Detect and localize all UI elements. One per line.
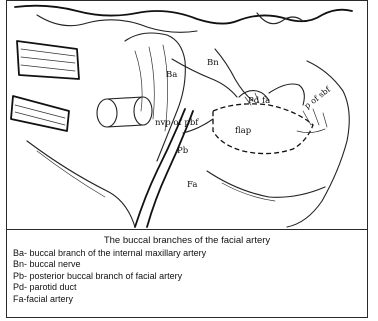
label-flap: flap	[235, 126, 252, 136]
label-pb: Pb	[177, 146, 189, 156]
legend-item-pb: Pb- posterior buccal branch of facial ar…	[13, 271, 361, 282]
label-bn: Bn	[207, 58, 219, 68]
legend-item-bn: Bn- buccal nerve	[13, 259, 361, 270]
caption-box: The buccal branches of the facial artery…	[7, 229, 367, 317]
caption-title: The buccal branches of the facial artery	[13, 235, 361, 247]
label-nvp-of-pbf: nvp of pbf	[155, 118, 199, 128]
legend-item-fa: Fa-facial artery	[13, 294, 361, 305]
label-fa: Fa	[187, 180, 197, 190]
label-pd: Pd	[248, 96, 260, 106]
legend-item-pd: Pd- parotid duct	[13, 282, 361, 293]
label-p-of-sbf: p of sbf	[303, 84, 333, 110]
anatomical-drawing: Ba Bn nvp of pbf Pd fa flap Pb Fa p of s…	[7, 1, 367, 229]
label-fa-small: fa	[262, 96, 270, 106]
figure-panel: Ba Bn nvp of pbf Pd fa flap Pb Fa p of s…	[6, 0, 368, 318]
label-ba: Ba	[166, 70, 177, 80]
legend-item-ba: Ba- buccal branch of the internal maxill…	[13, 248, 361, 259]
anatomy-sketch: Ba Bn nvp of pbf Pd fa flap Pb Fa p of s…	[7, 1, 367, 229]
